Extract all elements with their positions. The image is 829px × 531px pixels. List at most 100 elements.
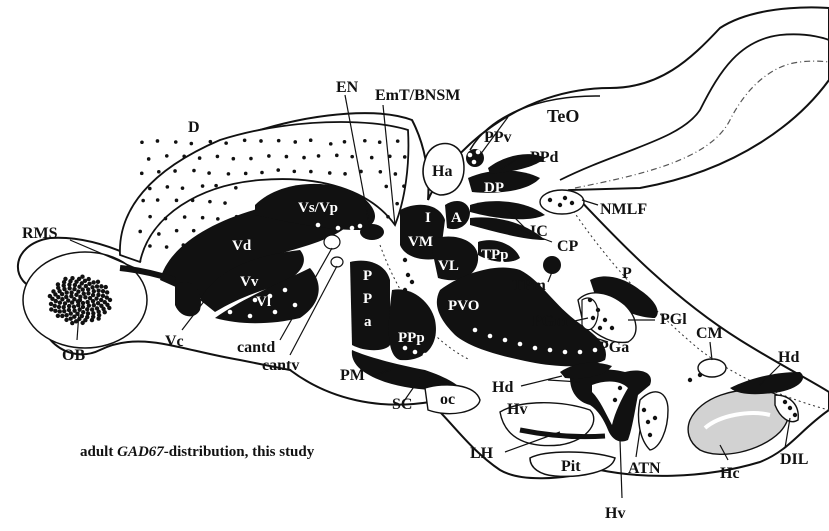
cell-dot <box>81 301 85 305</box>
cell-dot <box>783 400 787 404</box>
cell-dot <box>476 150 481 155</box>
label-hv-lower: Hv <box>605 505 625 522</box>
cell-dot <box>201 184 205 188</box>
cell-dot <box>64 313 68 317</box>
label-dp: DP <box>484 180 504 196</box>
cell-dot <box>244 172 248 176</box>
cell-dot <box>82 291 86 295</box>
cell-dot <box>260 171 264 175</box>
cell-dot <box>76 289 80 293</box>
cell-dot <box>384 185 388 189</box>
cell-dot <box>95 284 99 288</box>
cell-dot <box>283 288 288 293</box>
cell-dot <box>336 226 341 231</box>
cell-dot <box>105 290 109 294</box>
cell-dot <box>56 282 60 286</box>
cell-dot <box>302 156 306 160</box>
cell-dot <box>704 366 709 371</box>
cell-dot <box>468 153 473 158</box>
cell-dot <box>166 185 170 189</box>
cell-dot <box>588 298 592 302</box>
cell-dot <box>108 298 112 302</box>
cell-dot <box>350 226 355 231</box>
label-cantv: cantv <box>262 357 299 374</box>
cell-dot <box>406 273 410 277</box>
label-vm: VM <box>408 234 433 250</box>
cell-dot <box>243 139 247 143</box>
label-sc: SC <box>392 396 412 413</box>
cell-dot <box>216 155 220 159</box>
cell-dot <box>329 142 333 146</box>
cell-dot <box>182 155 186 159</box>
cell-dot <box>223 201 227 205</box>
cell-dot <box>61 305 65 309</box>
cell-dot <box>317 154 321 158</box>
label-d: D <box>188 119 200 136</box>
cell-dot <box>91 293 95 297</box>
cell-dot <box>174 140 178 144</box>
label-ppp: PPp <box>398 330 425 346</box>
label-atn: ATN <box>628 460 661 477</box>
label-rms: RMS <box>22 225 58 242</box>
cell-dot <box>603 318 607 322</box>
cell-dot <box>148 215 152 219</box>
label-p-col-3: a <box>364 314 372 330</box>
caption-suffix: -distribution, this study <box>164 444 315 460</box>
cell-dot <box>87 277 91 281</box>
cell-dot <box>533 346 538 351</box>
label-ob: OB <box>62 347 85 364</box>
cell-dot <box>249 157 253 161</box>
cell-dot <box>53 309 57 313</box>
cell-dot <box>653 416 657 420</box>
cell-dot <box>62 309 66 313</box>
cell-dot <box>192 229 196 233</box>
cell-dot <box>488 334 493 339</box>
label-vl: VL <box>438 258 459 274</box>
label-ha: Ha <box>432 163 452 180</box>
cell-dot <box>48 294 52 298</box>
cell-dot <box>618 386 622 390</box>
cell-dot <box>403 258 407 262</box>
label-tpm: TPm <box>512 277 546 294</box>
ppv-cluster <box>466 149 484 167</box>
cell-dot <box>378 140 382 144</box>
caption-prefix: adult <box>80 444 117 460</box>
cell-dot <box>192 169 196 173</box>
cell-dot <box>363 139 367 143</box>
cell-dot <box>259 139 263 143</box>
cell-dot <box>85 307 89 311</box>
caption-gene: GAD67 <box>117 444 164 460</box>
cell-dot <box>56 314 60 318</box>
cell-dot <box>80 321 84 325</box>
label-pm: PM <box>340 367 365 384</box>
cell-dot <box>578 350 583 355</box>
cell-dot <box>63 277 67 281</box>
cell-dot <box>148 187 152 191</box>
label-p-right: P <box>622 265 632 282</box>
cell-dot <box>96 280 100 284</box>
label-emt-bnsm: EmT/BNSM <box>375 87 460 104</box>
label-p-col-1: P <box>363 268 372 284</box>
cell-dot <box>563 350 568 355</box>
cell-dot <box>370 156 374 160</box>
cell-dot <box>148 244 152 248</box>
cell-dot <box>234 186 238 190</box>
cell-dot <box>103 310 107 314</box>
label-vd: Vd <box>232 238 252 254</box>
cell-dot <box>156 198 160 202</box>
cell-dot <box>563 196 567 200</box>
cell-dot <box>558 203 562 207</box>
cell-dot <box>403 346 408 351</box>
cell-dot <box>173 169 177 173</box>
cell-dot <box>165 154 169 158</box>
cell-dot <box>293 303 298 308</box>
cell-dot <box>81 310 85 314</box>
cell-dot <box>175 199 179 203</box>
cell-dot <box>91 280 95 284</box>
cell-dot <box>209 140 213 144</box>
cell-dot <box>207 171 211 175</box>
cell-dot <box>548 198 552 202</box>
cell-dot <box>164 217 168 221</box>
cell-dot <box>68 316 72 320</box>
